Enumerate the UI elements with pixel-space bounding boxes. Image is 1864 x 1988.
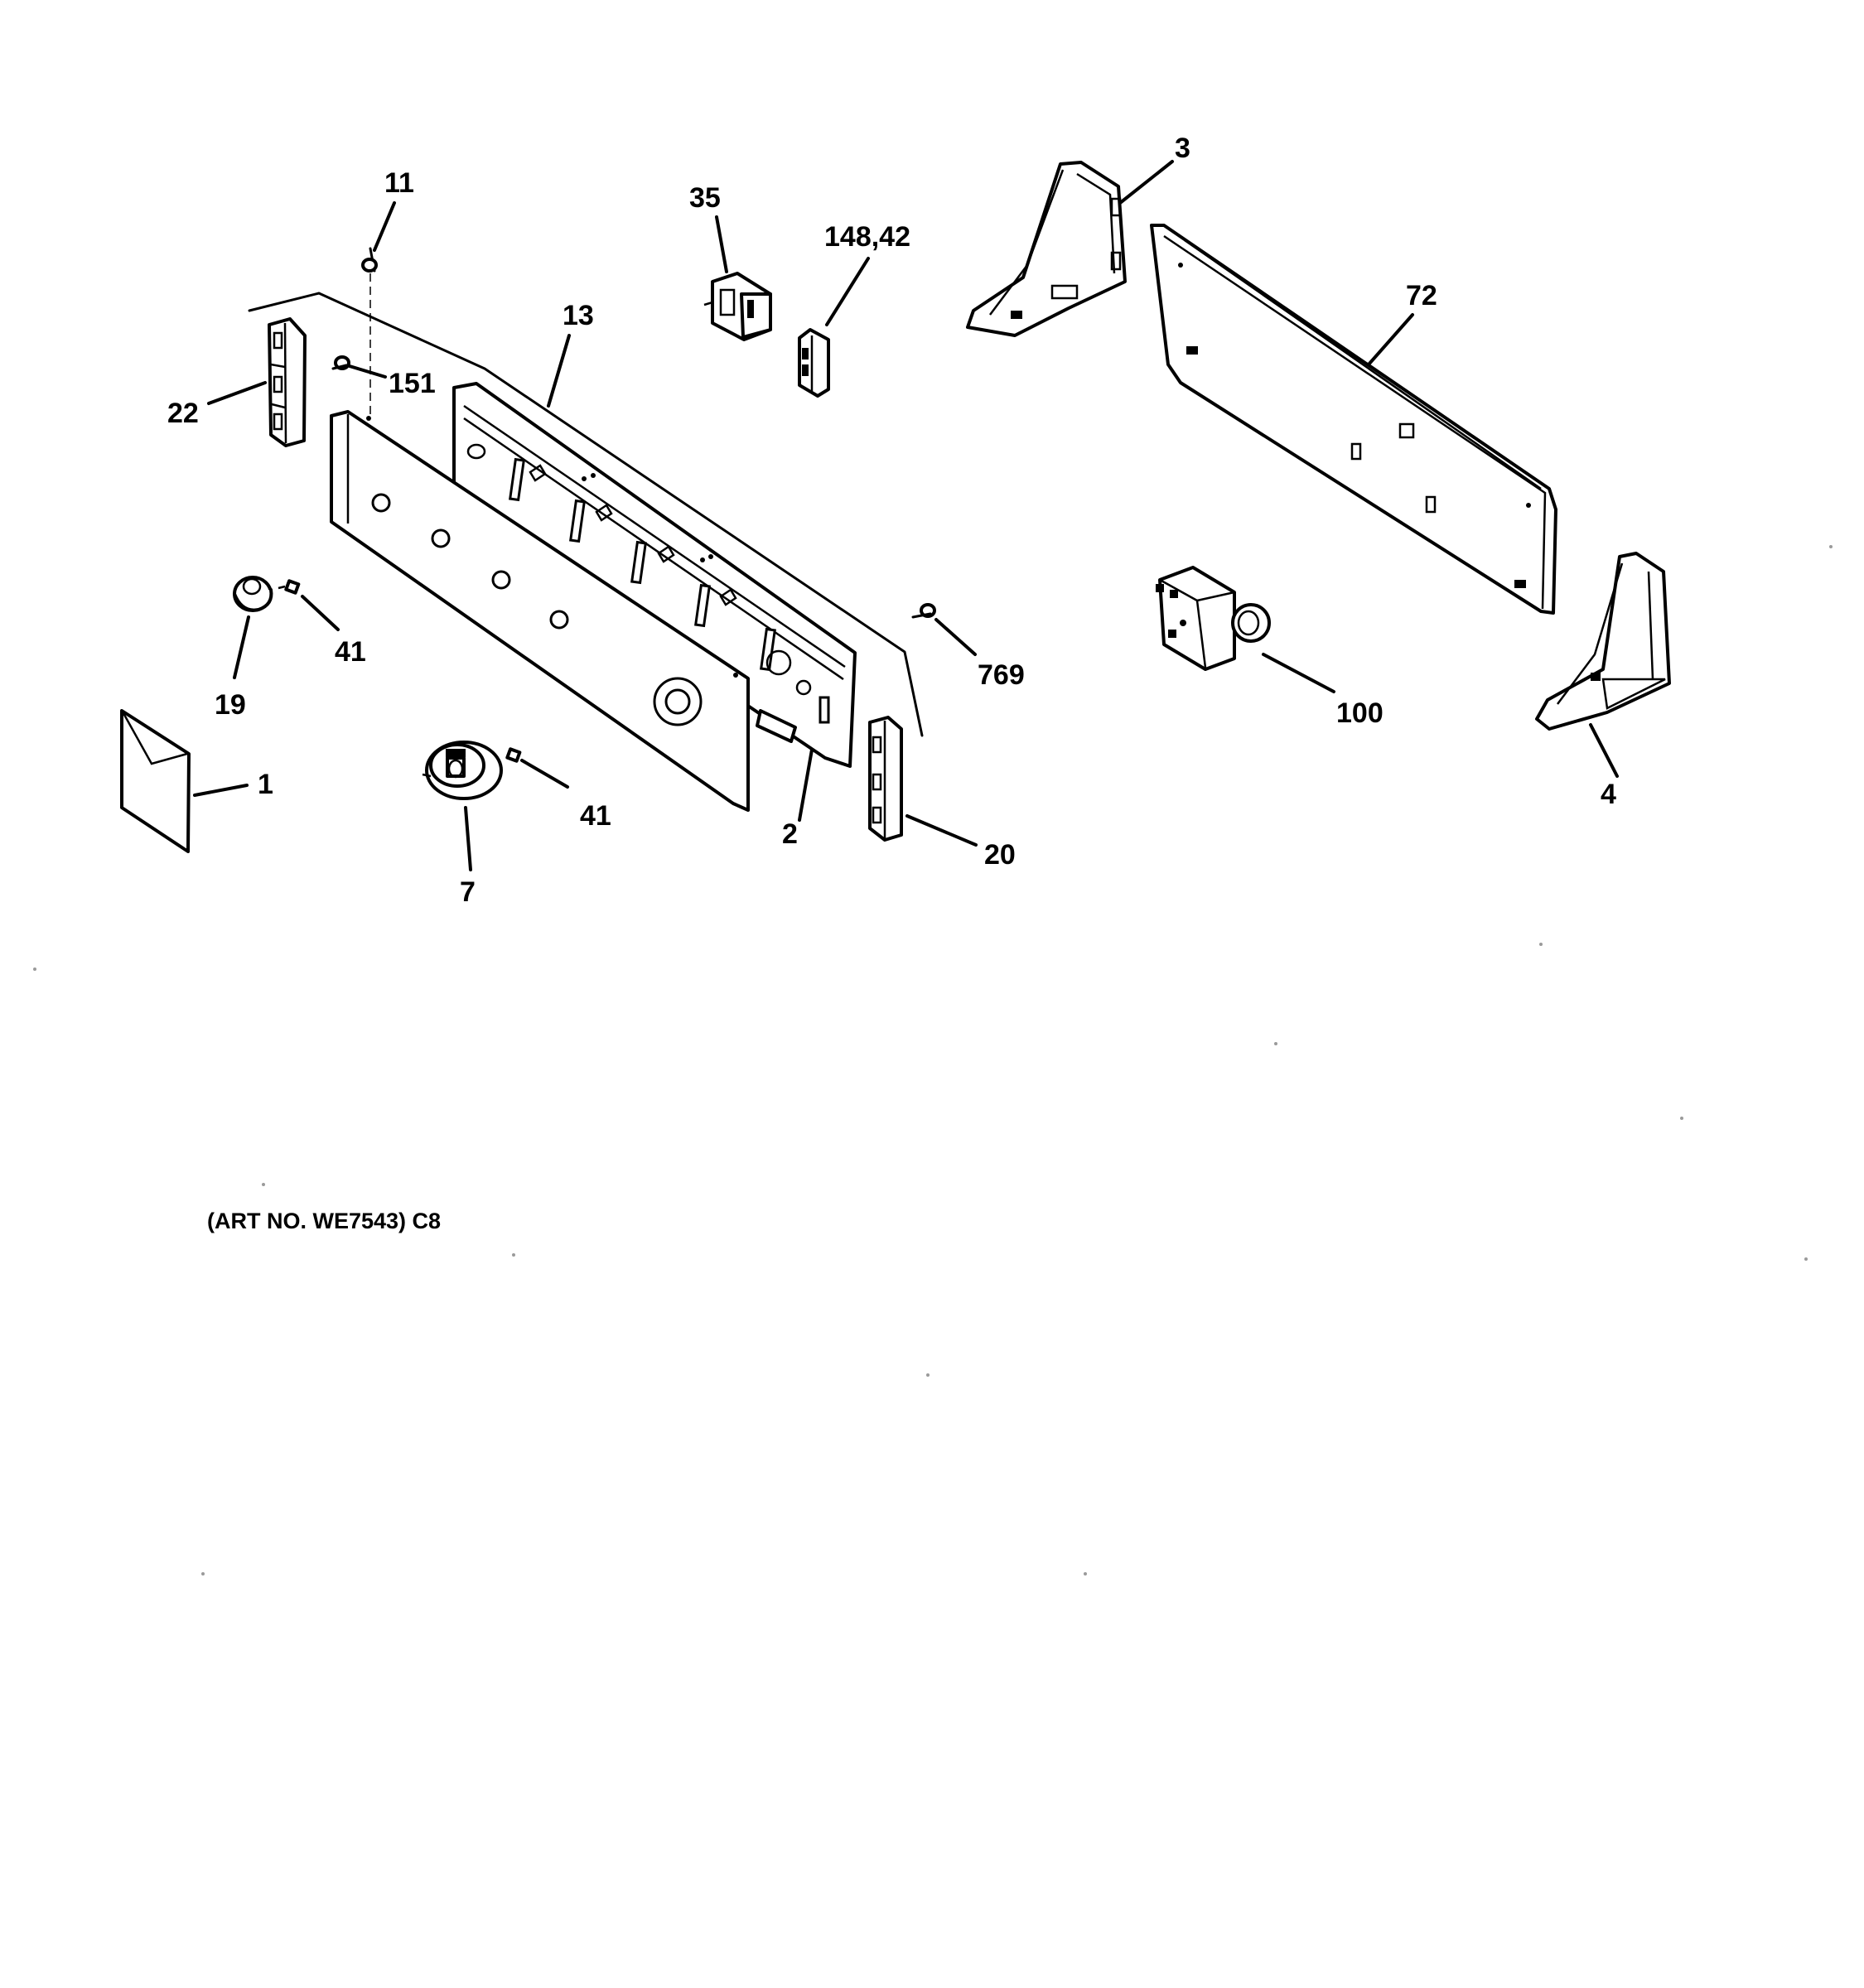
leader-41a — [301, 595, 340, 631]
part-35-switch — [703, 272, 772, 341]
callout-151: 151 — [389, 368, 436, 399]
part-72-rear-panel — [1150, 224, 1557, 615]
leader-1 — [193, 784, 249, 797]
callout-3: 3 — [1175, 133, 1190, 164]
callout-2: 2 — [782, 818, 798, 850]
part-7-timer-knob — [422, 741, 503, 800]
callout-100: 100 — [1336, 697, 1384, 729]
part-2-bracket — [452, 382, 857, 768]
part-148-switch — [798, 328, 830, 398]
part-4-right-bracket — [1535, 552, 1671, 731]
front-control-panel — [330, 410, 750, 812]
part-769-screw — [911, 603, 936, 619]
callout-41-upper: 41 — [335, 636, 366, 668]
part-3-left-bracket — [966, 161, 1127, 337]
callout-769: 769 — [978, 659, 1025, 691]
leader-22 — [207, 381, 267, 405]
part-1-envelope — [120, 709, 191, 853]
callout-35: 35 — [689, 182, 721, 214]
leader-148 — [825, 257, 870, 326]
callout-41-lower: 41 — [580, 800, 611, 832]
art-number-label: (ART NO. WE7543) C8 — [207, 1209, 441, 1233]
part-22-left-endcap — [268, 317, 307, 447]
leader-lines — [193, 160, 1619, 871]
leader-13 — [547, 334, 571, 408]
part-100-timer — [1156, 566, 1271, 671]
leader-769 — [934, 618, 977, 656]
leader-35 — [715, 215, 728, 273]
leader-41b — [520, 759, 569, 789]
leader-7 — [464, 806, 472, 871]
part-11-screw — [361, 247, 378, 418]
leader-3 — [1118, 160, 1174, 205]
leader-19 — [233, 615, 250, 679]
callout-148-42: 148,42 — [824, 221, 910, 253]
callout-72: 72 — [1406, 280, 1437, 311]
leader-72 — [1367, 313, 1414, 366]
leader-100 — [1262, 653, 1335, 693]
leader-4 — [1589, 723, 1619, 778]
callout-20: 20 — [984, 839, 1016, 871]
callout-19: 19 — [215, 689, 246, 721]
part-41-setscrew-upper — [278, 579, 301, 595]
leader-20 — [905, 814, 978, 847]
leader-151 — [348, 364, 387, 379]
part-13-outline — [248, 292, 924, 737]
callout-22: 22 — [167, 398, 199, 429]
callout-13: 13 — [563, 300, 594, 331]
callout-7: 7 — [460, 876, 476, 908]
part-151-screw — [331, 355, 350, 370]
part-20-right-endcap — [868, 716, 903, 842]
leader-11 — [373, 201, 396, 252]
part-19-knob — [233, 576, 273, 612]
callout-4: 4 — [1601, 779, 1616, 810]
leader-2 — [798, 748, 814, 822]
callouts: 1 2 3 4 7 11 13 19 20 22 35 41 41 72 100… — [167, 133, 1616, 908]
callout-1: 1 — [258, 769, 273, 800]
callout-11: 11 — [384, 167, 414, 199]
part-41-setscrew-lower — [505, 747, 522, 763]
